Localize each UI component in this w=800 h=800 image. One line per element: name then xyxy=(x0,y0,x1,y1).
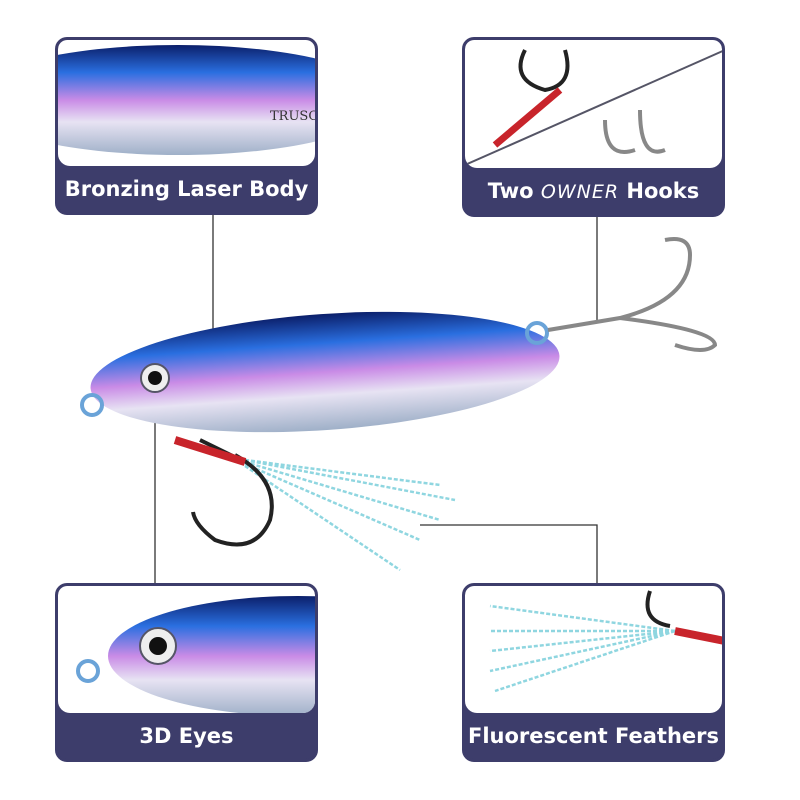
owner-logo: OWNER xyxy=(540,181,620,203)
feature-label: Fluorescent Feathers xyxy=(467,724,719,748)
brand-text: TRUSC xyxy=(270,109,315,124)
eye-icon xyxy=(140,363,170,393)
treble-hook xyxy=(547,237,718,352)
feature-card-feathers: Fluorescent Feathers xyxy=(462,583,725,762)
label-suffix: Hooks xyxy=(626,179,700,203)
feature-card-laser-body: TRUSC Bronzing Laser Body xyxy=(55,37,318,215)
label-prefix: Two xyxy=(487,179,534,203)
feature-label: Two OWNER Hooks xyxy=(465,168,722,214)
leader-lines xyxy=(154,215,598,583)
feature-label: Bronzing Laser Body xyxy=(64,177,309,201)
feathers xyxy=(244,458,456,572)
lure-body xyxy=(90,311,560,433)
feature-card-3d-eyes: 3D Eyes xyxy=(55,583,318,762)
feature-card-hooks: Two OWNER Hooks xyxy=(462,37,725,217)
feature-label: 3D Eyes xyxy=(139,724,234,748)
